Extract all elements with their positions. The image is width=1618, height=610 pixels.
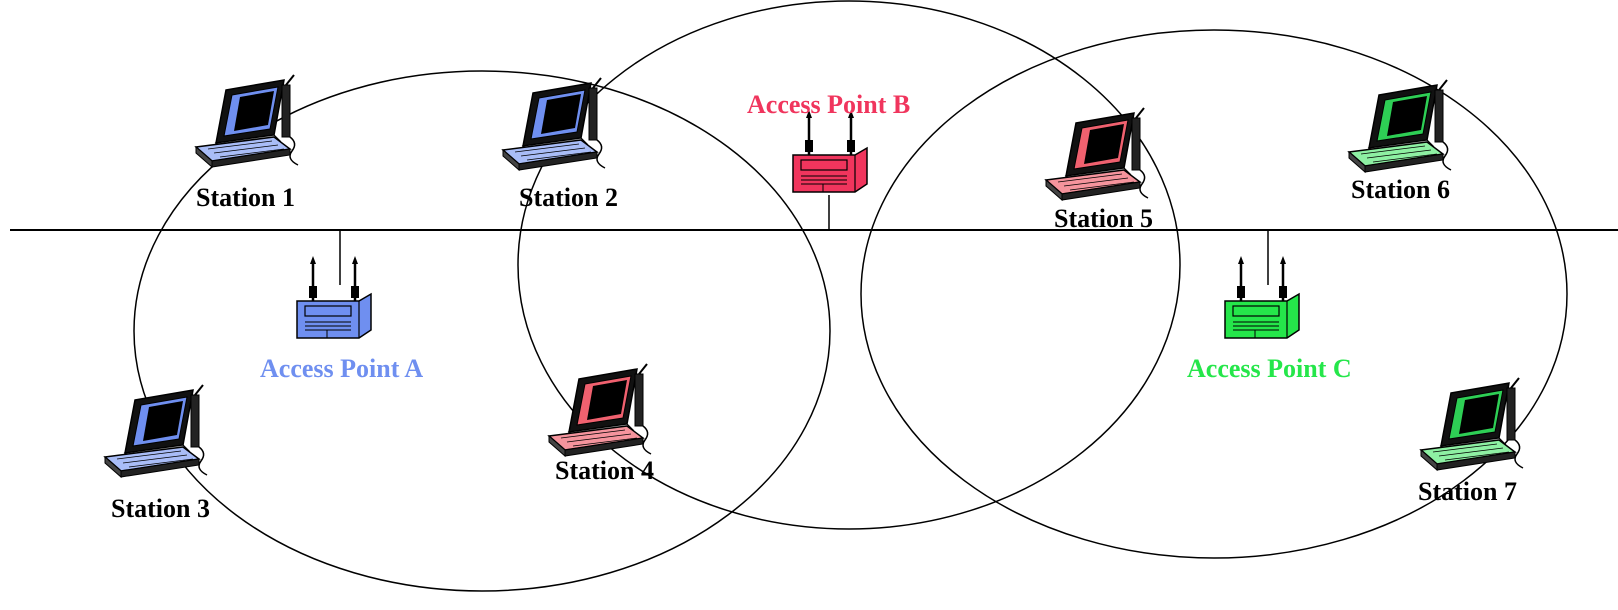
station-2-laptop-icon: [502, 77, 606, 171]
station-7-label: Station 7: [1418, 477, 1517, 506]
access-point-a-label: Access Point A: [260, 354, 423, 383]
access-point-b-label: Access Point B: [747, 90, 910, 119]
station-4-laptop-icon: [548, 363, 652, 457]
station-5-laptop-icon: [1045, 107, 1149, 201]
station-5-label: Station 5: [1054, 204, 1153, 233]
coverage-area-a: [133, 70, 831, 592]
station-3-laptop-icon: [104, 384, 208, 478]
station-1-label: Station 1: [196, 183, 295, 212]
access-point-c-icon: [1223, 254, 1301, 340]
access-point-a-icon: [295, 254, 373, 340]
coverage-area-c: [860, 29, 1568, 559]
station-6-label: Station 6: [1351, 175, 1450, 204]
station-1-laptop-icon: [195, 74, 299, 168]
access-point-b-icon: [791, 108, 869, 194]
station-7-laptop-icon: [1420, 377, 1524, 471]
access-point-c-label: Access Point C: [1187, 354, 1352, 383]
station-6-laptop-icon: [1348, 79, 1452, 173]
station-3-label: Station 3: [111, 494, 210, 523]
station-4-label: Station 4: [555, 456, 654, 485]
station-2-label: Station 2: [519, 183, 618, 212]
coverage-area-b: [517, 0, 1181, 530]
